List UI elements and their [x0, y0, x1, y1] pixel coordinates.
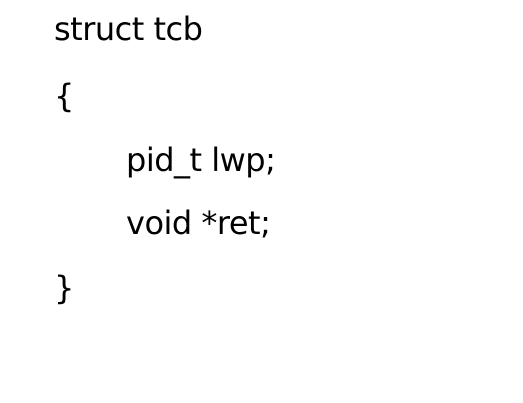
open-brace-line: {	[54, 77, 74, 115]
field-lwp-line: pid_t lwp;	[126, 141, 276, 179]
close-brace-line: }	[54, 269, 74, 307]
field-ret-line: void *ret;	[126, 204, 271, 242]
struct-declaration-line: struct tcb	[54, 10, 203, 48]
